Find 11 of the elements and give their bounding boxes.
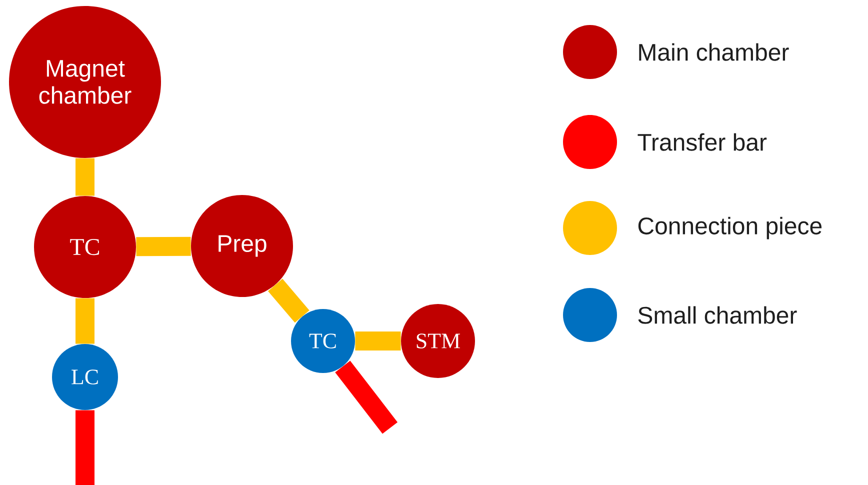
connection-piece [268,278,310,323]
legend-label: Main chamber [639,43,789,61]
legend-label: Transfer bar [638,133,767,151]
transfer-bar [76,410,94,485]
connection-piece [355,332,401,350]
connection-piece [76,158,94,196]
connection-piece [76,298,94,344]
legend-label: Small chamber [638,306,797,324]
legend-label: Connection piece [638,216,822,240]
transfer-bar [335,360,398,434]
connection-piece [136,236,191,256]
